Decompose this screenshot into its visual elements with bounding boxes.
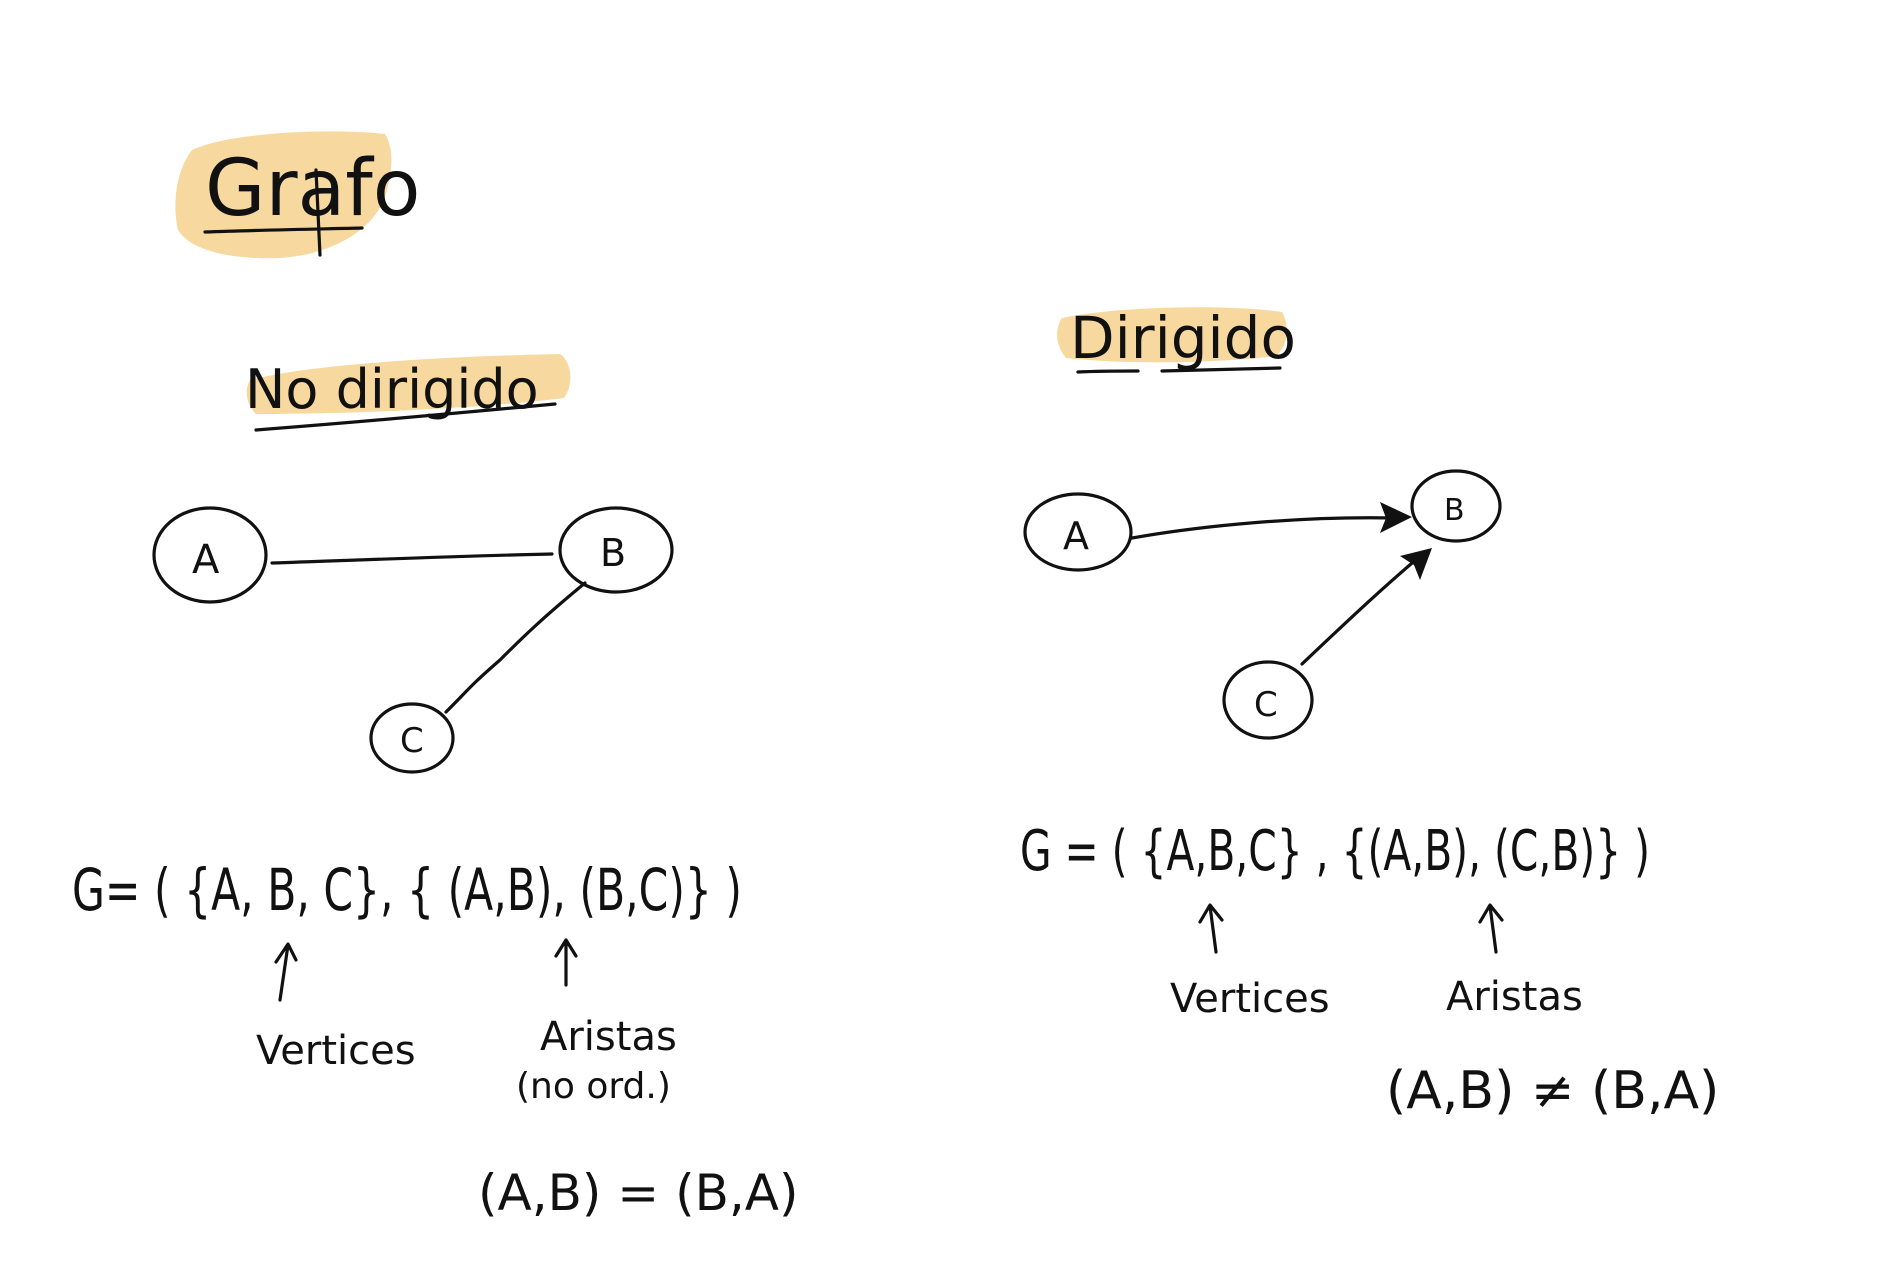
directed-heading-highlight [1057, 307, 1287, 363]
undirected-heading-underline [254, 402, 557, 432]
node-a-label: A [192, 537, 220, 583]
edge-b-c [444, 581, 587, 714]
directed-node-a [1023, 492, 1133, 572]
undirected-equality: (A,B) = (B,A) [478, 1164, 799, 1222]
directed-heading-underline-2 [1160, 366, 1282, 373]
title-cross-stroke [314, 168, 322, 257]
directed-node-c-label: C [1254, 685, 1278, 725]
directed-vertices-label: Vertices [1170, 976, 1330, 1022]
directed-node-a-label: A [1063, 514, 1089, 558]
undirected-heading-highlight [246, 354, 571, 414]
arrow-c-b-head [1400, 548, 1432, 580]
undirected-heading-group: No dirigido [245, 354, 571, 432]
arrow-c-b-shaft [1300, 556, 1420, 666]
directed-node-b-label: B [1444, 493, 1465, 528]
directed-heading-underline-1 [1076, 369, 1140, 374]
directed-heading-text: Dirigido [1070, 304, 1296, 372]
directed-graph: A B C [1023, 469, 1502, 740]
undirected-formula-group: G= ( {A, B, C}, { (A,B), (B,C)} ) Vertic… [72, 856, 799, 1222]
edge-a-b [270, 552, 554, 565]
directed-vertices-arrow [1198, 903, 1224, 954]
directed-node-c [1222, 660, 1314, 740]
title-highlight [175, 131, 392, 259]
directed-node-b [1410, 469, 1502, 543]
node-b [558, 506, 674, 594]
directed-edges-arrow [1478, 903, 1504, 954]
node-c-label: C [400, 721, 424, 761]
title-underline [203, 226, 364, 234]
directed-formula-group: G = ( {A,B,C} , {(A,B), (C,B)} ) Vertice… [1020, 819, 1719, 1121]
undirected-vertices-arrow [274, 942, 298, 1002]
directed-edges-label: Aristas [1446, 974, 1583, 1020]
node-b-label: B [600, 531, 626, 575]
undirected-vertices-label: Vertices [256, 1028, 416, 1074]
title-group: Grafo [175, 131, 421, 259]
undirected-edges-note: (no ord.) [516, 1066, 671, 1107]
arrow-a-b-shaft [1130, 516, 1397, 540]
undirected-graph: A B C [152, 506, 674, 774]
directed-formula: G = ( {A,B,C} , {(A,B), (C,B)} ) [1020, 819, 1650, 884]
undirected-heading-text: No dirigido [245, 358, 539, 421]
undirected-formula: G= ( {A, B, C}, { (A,B), (B,C)} ) [72, 856, 742, 924]
directed-heading-group: Dirigido [1057, 304, 1296, 374]
title-text: Grafo [205, 144, 421, 234]
node-a [152, 506, 268, 604]
arrow-a-b-head [1380, 502, 1412, 533]
undirected-edges-arrow [554, 938, 578, 987]
node-c [369, 702, 455, 774]
directed-inequality: (A,B) ≠ (B,A) [1386, 1061, 1719, 1121]
undirected-edges-label: Aristas [540, 1014, 677, 1060]
